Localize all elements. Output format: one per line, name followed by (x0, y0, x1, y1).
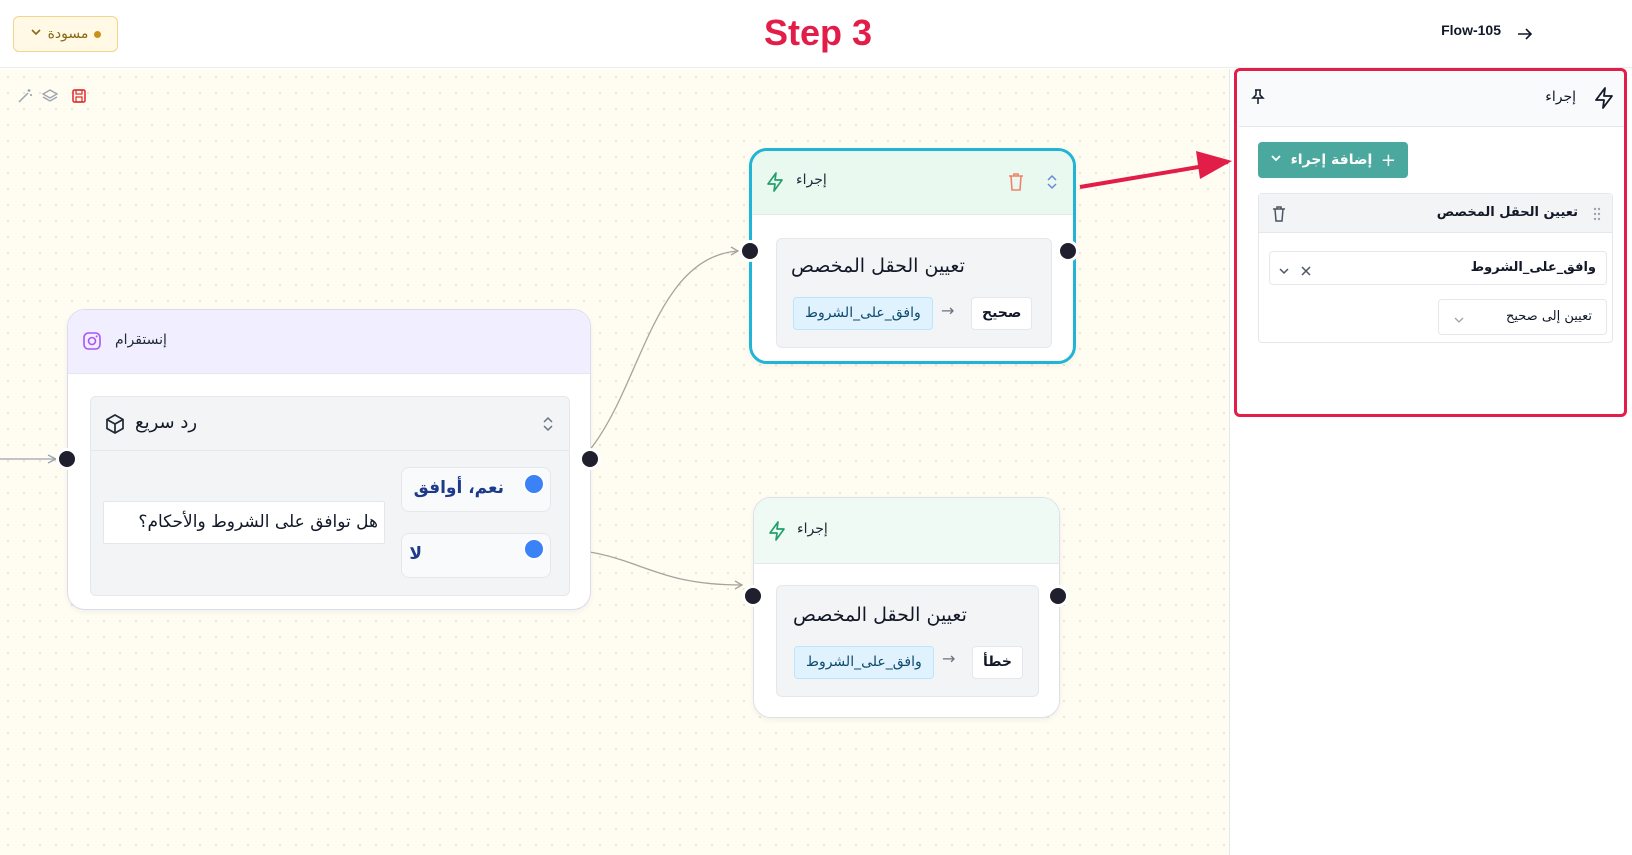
action-top-input-handle[interactable] (739, 240, 761, 262)
option-yes-handle[interactable] (523, 473, 545, 495)
node-title: إجراء (796, 172, 827, 188)
trash-icon[interactable] (1271, 205, 1287, 227)
add-action-button[interactable]: إضافة إجراء + (1258, 142, 1408, 178)
step-label: Step 3 (764, 12, 873, 53)
chevron-down-icon (30, 26, 42, 42)
status-label: مسودة (47, 26, 89, 42)
instagram-input-handle[interactable] (56, 448, 78, 470)
plus-icon: + (1380, 149, 1396, 171)
set-field-block[interactable]: تعيين الحقل المخصص وافق_على_الشروط → صحي… (776, 238, 1052, 348)
node-header: إنستقرام (68, 310, 590, 374)
option-no-label: لا (409, 544, 422, 564)
node-title: إجراء (797, 521, 828, 537)
add-action-label: إضافة إجراء (1290, 152, 1373, 168)
lightning-icon (1592, 86, 1616, 114)
action-bottom-output-handle[interactable] (1047, 585, 1069, 607)
trash-icon[interactable] (1006, 171, 1026, 197)
set-field-title: تعيين الحقل المخصص (793, 604, 967, 626)
lightning-icon (766, 520, 788, 546)
field-name-tag: وافق_على_الشروط (794, 646, 934, 679)
action-node-bottom[interactable]: إجراء تعيين الحقل المخصص وافق_على_الشروط… (753, 497, 1060, 718)
panel-title: إجراء (1545, 89, 1576, 105)
top-bar: مسودة Step 3 Flow-105 (0, 0, 1632, 68)
assign-value-label: تعيين إلى صحيح (1505, 309, 1592, 324)
action-node-top[interactable]: إجراء تعيين الحقل المخصص وافق_على_الشروط… (749, 148, 1076, 364)
field-name-tag: وافق_على_الشروط (793, 297, 933, 330)
instagram-icon (82, 331, 102, 355)
card-title: تعيين الحقل المخصص (1436, 205, 1578, 220)
status-dropdown[interactable]: مسودة (13, 16, 118, 52)
clear-icon[interactable] (1300, 262, 1312, 281)
status-dot-icon (94, 30, 102, 38)
instagram-node[interactable]: إنستقرام رد سريع هل توافق على الشروط وال… (67, 309, 591, 610)
chevron-down-icon[interactable] (1278, 262, 1290, 281)
question-text-box: هل توافق على الشروط والأحكام؟ (103, 501, 385, 544)
action-bottom-input-handle[interactable] (742, 585, 764, 607)
layers-icon[interactable] (41, 87, 61, 107)
chevron-down-icon (1270, 152, 1282, 168)
instagram-output-handle[interactable] (579, 448, 601, 470)
question-text: هل توافق على الشروط والأحكام؟ (138, 512, 378, 532)
selected-field-value: وافق_على_الشروط (1470, 260, 1596, 275)
cube-icon (104, 413, 126, 439)
highlight-annotation (1234, 68, 1627, 417)
set-field-block[interactable]: تعيين الحقل المخصص وافق_على_الشروط → خطأ (776, 585, 1039, 697)
node-header: إجراء (752, 151, 1073, 215)
flow-canvas[interactable]: إنستقرام رد سريع هل توافق على الشروط وال… (0, 69, 1229, 855)
arrow-right-icon[interactable] (1513, 22, 1537, 46)
node-title: إنستقرام (115, 332, 167, 348)
option-no-handle[interactable] (523, 538, 545, 560)
field-value-tag: خطأ (972, 646, 1023, 679)
panel-header: إجراء (1239, 72, 1624, 127)
set-field-title: تعيين الحقل المخصص (791, 255, 965, 277)
value-select[interactable]: تعيين إلى صحيح (1438, 299, 1607, 335)
flow-name: Flow-105 (1441, 22, 1501, 38)
magic-wand-icon[interactable] (16, 87, 36, 107)
assign-arrow: → (941, 301, 955, 320)
chevron-down-icon[interactable] (1453, 311, 1465, 330)
lightning-icon (764, 171, 786, 197)
card-header: تعيين الحقل المخصص (1259, 194, 1612, 233)
action-top-output-handle[interactable] (1057, 240, 1079, 262)
chevron-updown-icon[interactable] (1045, 172, 1059, 196)
chevron-updown-icon[interactable] (541, 414, 555, 438)
save-icon[interactable] (70, 87, 90, 107)
quick-reply-title: رد سريع (135, 412, 198, 433)
set-field-card[interactable]: تعيين الحقل المخصص وافق_على_الشروط تعيين… (1258, 193, 1613, 343)
field-select[interactable]: وافق_على_الشروط (1269, 251, 1607, 285)
assign-arrow: → (942, 649, 956, 668)
node-header: إجراء (754, 498, 1059, 564)
pin-icon[interactable] (1249, 88, 1267, 110)
quick-reply-block[interactable]: رد سريع هل توافق على الشروط والأحكام؟ نع… (90, 396, 570, 596)
field-value-tag: صحيح (971, 297, 1033, 330)
drag-handle-icon[interactable] (1592, 206, 1602, 226)
option-yes-label: نعم، أوافق (413, 478, 504, 498)
